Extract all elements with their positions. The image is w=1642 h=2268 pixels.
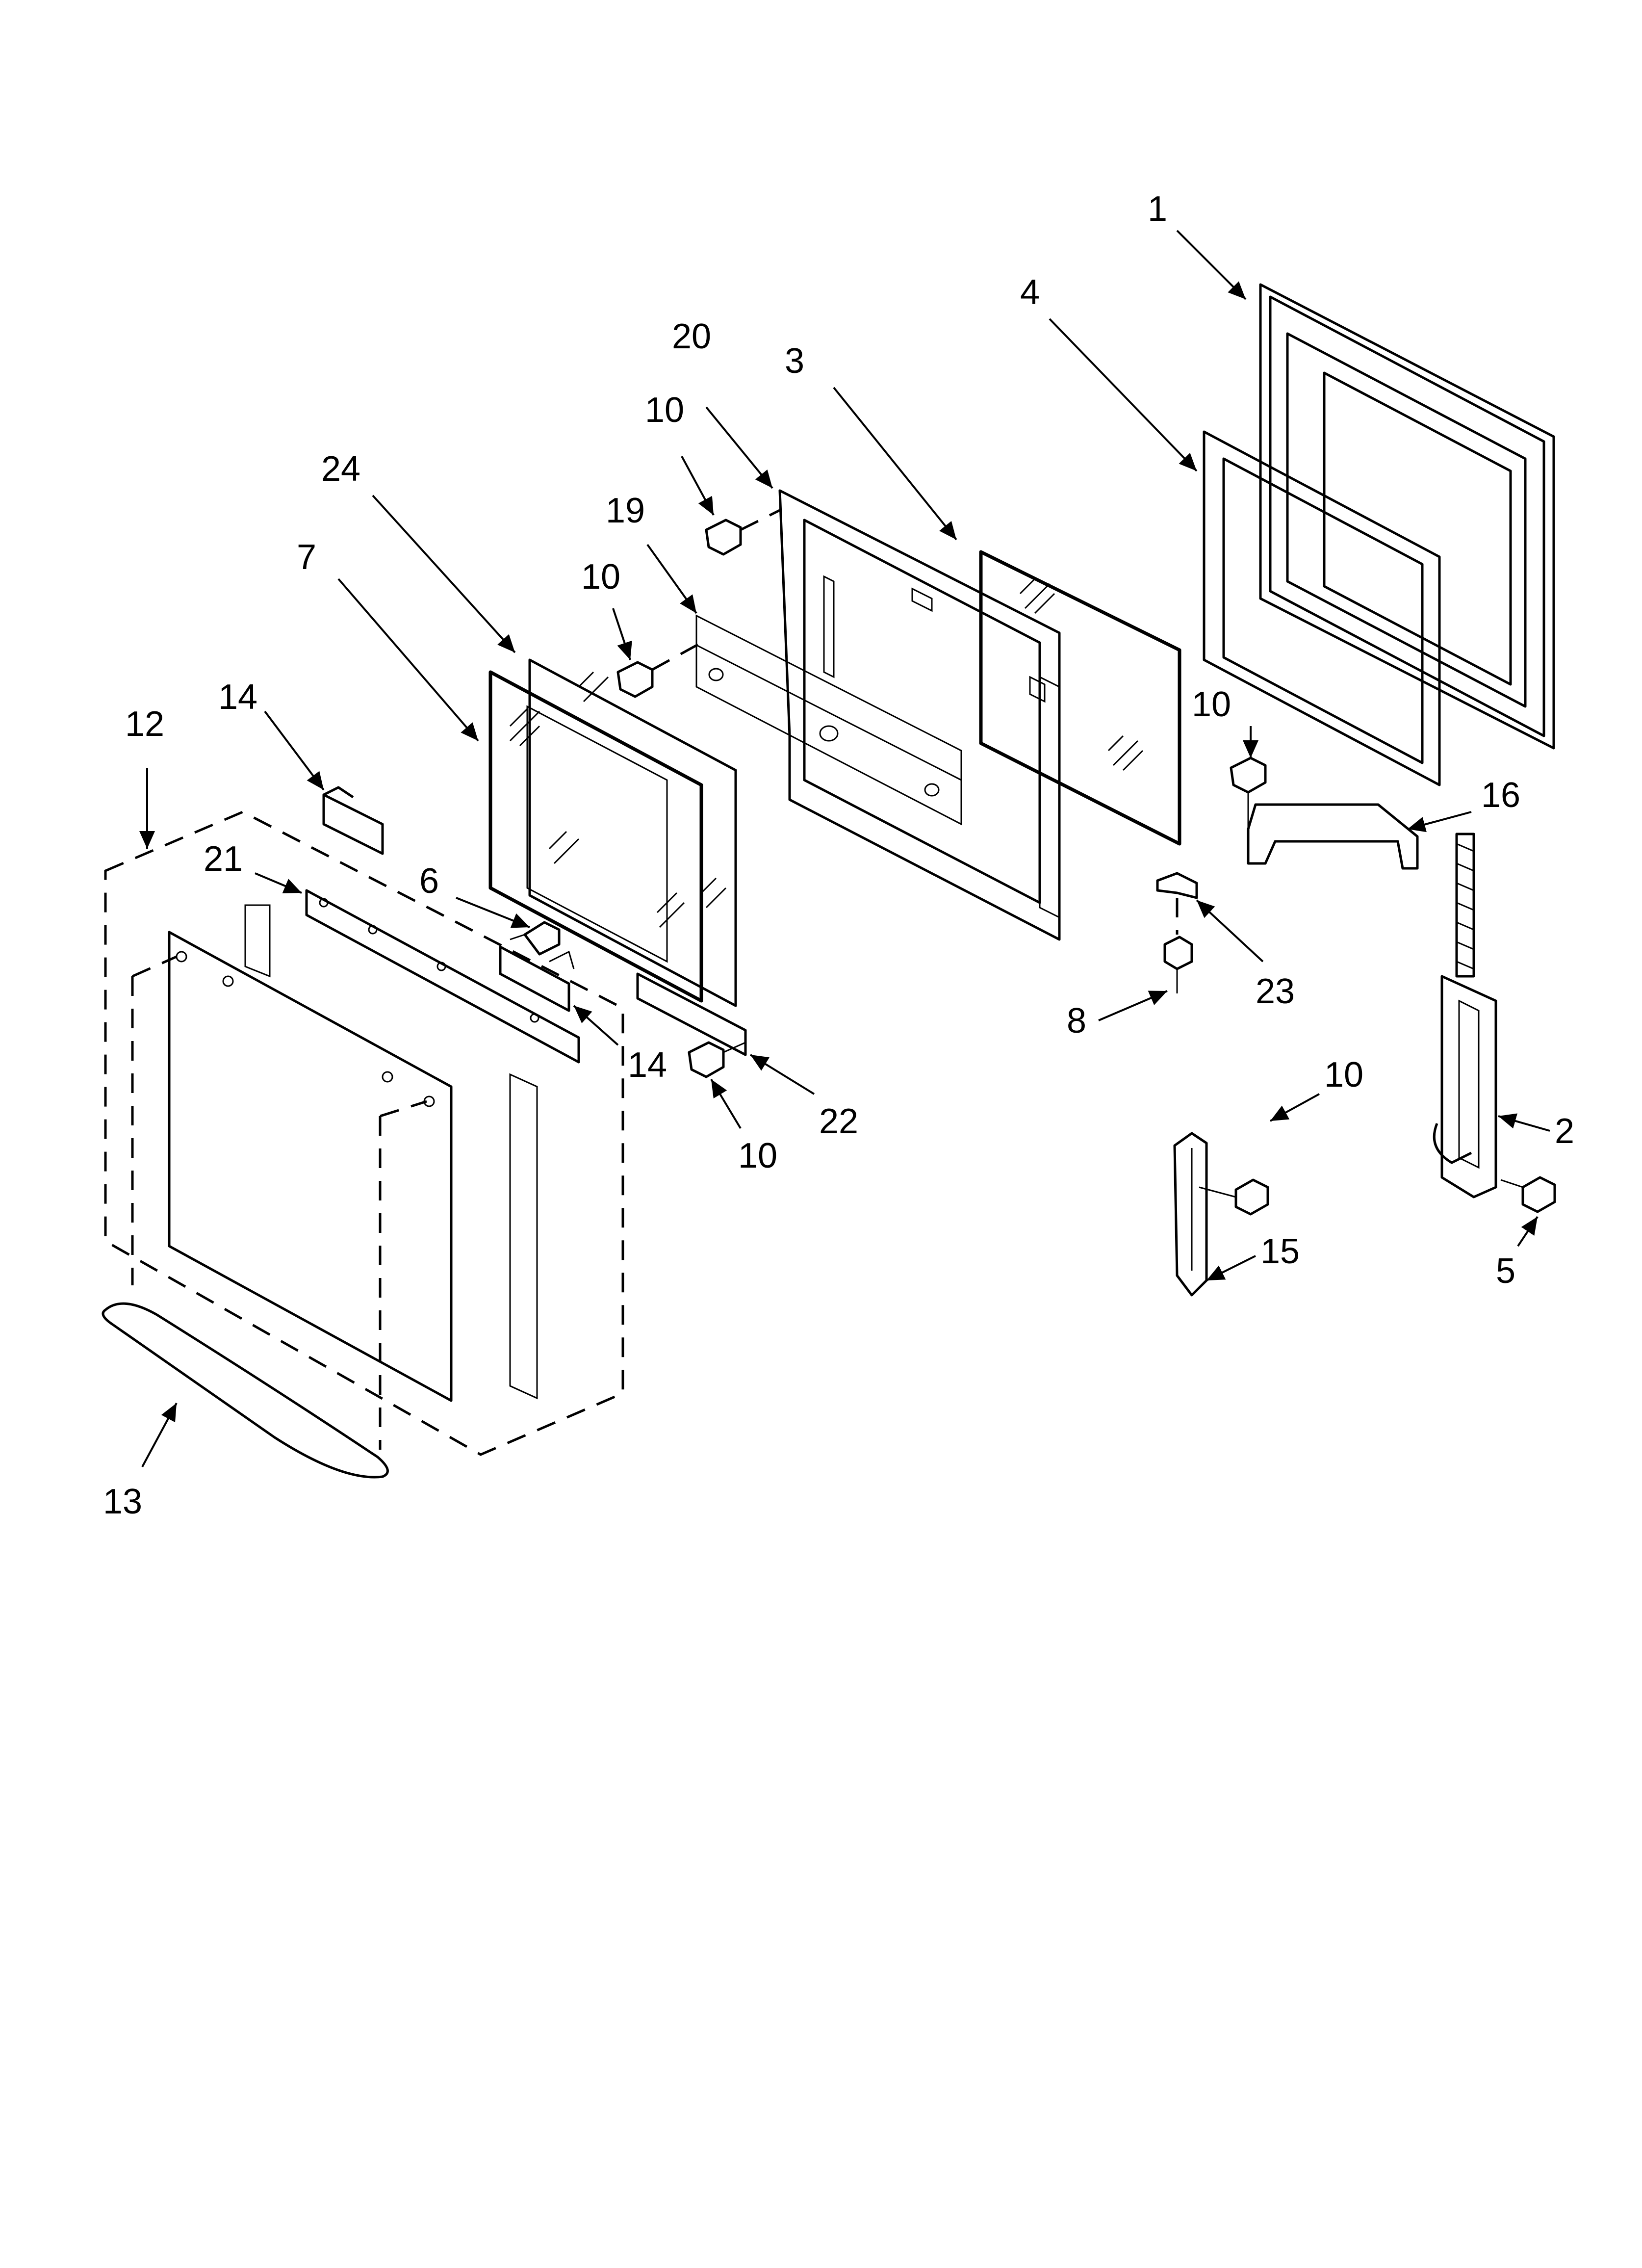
part-14-lower-hinge-bracket <box>499 945 575 1012</box>
part-10-screw-b <box>616 641 702 698</box>
part-19-heat-shield <box>695 614 962 826</box>
part-24-door-glass <box>528 658 737 1007</box>
part-6-screw <box>510 921 561 956</box>
callout-5: 5 <box>1496 1251 1515 1291</box>
part-3-door-glass <box>979 550 1181 846</box>
callout-10-right-low: 10 <box>1324 1055 1363 1095</box>
part-2-door-hinge <box>1433 833 1497 1199</box>
callout-23: 23 <box>1256 972 1295 1011</box>
part-22-trim-strip <box>636 972 747 1056</box>
part-10-screw-a <box>705 509 781 556</box>
callout-1: 1 <box>1148 189 1167 229</box>
part-14-upper-hinge-bracket <box>322 786 384 855</box>
callout-7: 7 <box>297 538 316 577</box>
callout-10-bottom: 10 <box>738 1136 777 1175</box>
callout-8: 8 <box>1067 1001 1086 1041</box>
callout-6: 6 <box>419 861 439 901</box>
callout-10-right: 10 <box>1192 685 1231 724</box>
callout-13: 13 <box>103 1482 142 1521</box>
part-21-mounting-strip <box>305 889 580 1064</box>
callout-14-lower: 14 <box>628 1045 667 1085</box>
part-13-door-handle <box>102 1302 389 1479</box>
part-16-door-bracket <box>1247 803 1419 870</box>
callout-20: 20 <box>672 317 711 356</box>
callout-12: 12 <box>125 704 164 744</box>
part-5-screw <box>1500 1176 1556 1213</box>
callout-24: 24 <box>321 449 360 489</box>
callout-10-mid: 10 <box>581 557 620 597</box>
callout-19: 19 <box>606 491 645 530</box>
callout-22: 22 <box>819 1102 858 1141</box>
callout-15: 15 <box>1260 1232 1300 1271</box>
part-10-screw-d <box>1230 756 1267 829</box>
part-10-screw-c <box>688 1041 746 1078</box>
part-4-door-trim-frame <box>1203 430 1441 786</box>
part-7-door-glass-assembly <box>488 670 703 1003</box>
callout-4: 4 <box>1020 273 1040 312</box>
part-10-screw-e <box>1199 1178 1269 1216</box>
callout-16: 16 <box>1481 776 1520 815</box>
callout-3: 3 <box>785 341 804 381</box>
callout-10-top: 10 <box>645 391 684 430</box>
part-23-clip <box>1156 872 1198 935</box>
callout-14-upper: 14 <box>218 678 257 717</box>
part-15-hinge-receiver <box>1173 1132 1208 1297</box>
part-20-inner-door-liner <box>778 489 1061 941</box>
leader-lines <box>139 230 1550 1467</box>
callout-21: 21 <box>204 839 243 879</box>
part-12-outer-door-panel <box>104 810 624 1456</box>
part-1-outer-door-panel <box>1259 283 1555 750</box>
callout-2: 2 <box>1555 1112 1574 1151</box>
part-8-screw <box>1163 936 1193 993</box>
